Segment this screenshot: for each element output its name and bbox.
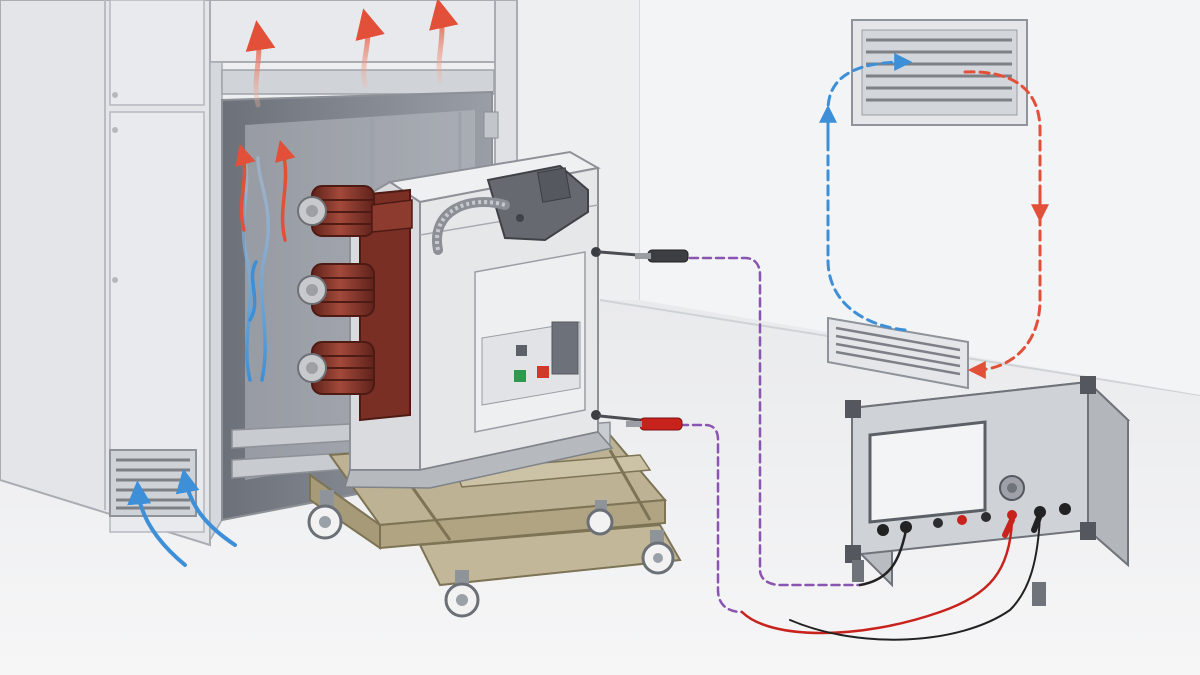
wall-vent-upper bbox=[851, 19, 1028, 126]
breaker-display bbox=[551, 321, 579, 375]
instrument-foot bbox=[1032, 582, 1046, 606]
terminal-jack-icon bbox=[981, 512, 991, 522]
internal-convection bbox=[235, 139, 296, 382]
trolley-lower-frame bbox=[418, 523, 682, 587]
terminal-jack-icon bbox=[957, 515, 967, 525]
room-airflow-loop bbox=[819, 53, 1049, 379]
vent-grille-icon bbox=[835, 326, 961, 376]
black-lead-plug bbox=[1031, 512, 1043, 533]
arrow-up-icon bbox=[355, 8, 385, 88]
terminal-jack-icon bbox=[877, 524, 889, 536]
upper-lead-wire bbox=[688, 256, 862, 587]
terminal-jack-icon bbox=[591, 247, 601, 257]
arrow-up-icon bbox=[245, 20, 276, 108]
red-lead-plug bbox=[1002, 517, 1015, 538]
right-wall-shade bbox=[640, 0, 1200, 395]
wheel bbox=[444, 570, 480, 618]
red-test-lead bbox=[740, 518, 1014, 635]
instrument-terminals bbox=[877, 503, 1071, 536]
bolt bbox=[112, 127, 118, 133]
terminal-jack-icon bbox=[933, 518, 943, 528]
bolt bbox=[516, 214, 524, 222]
arrow-curve-icon bbox=[127, 480, 187, 567]
cool-air-return bbox=[826, 53, 913, 332]
door-hinge-top bbox=[483, 111, 499, 139]
instrument-side bbox=[1087, 379, 1129, 568]
terminal-jack-icon bbox=[1007, 510, 1017, 520]
lower-probe-cable bbox=[598, 414, 642, 422]
hot-air-supply bbox=[963, 70, 1042, 379]
hot-air-exhaust bbox=[245, 0, 459, 108]
cabinet-side-panel-top bbox=[109, 0, 205, 106]
terminal-jack-icon bbox=[900, 521, 912, 533]
cabinet-intake-vent bbox=[109, 449, 197, 517]
wheel bbox=[641, 530, 675, 575]
probe-upper bbox=[635, 249, 689, 263]
bolt bbox=[112, 92, 118, 98]
corner-bumper bbox=[1080, 376, 1096, 394]
bushing-arm bbox=[371, 199, 413, 233]
corner-bumper bbox=[1080, 522, 1096, 540]
wheel bbox=[586, 500, 614, 536]
indicator-red bbox=[537, 366, 549, 378]
corner-bumper bbox=[845, 400, 861, 418]
indicator-green bbox=[514, 370, 526, 382]
bushing-middle bbox=[297, 263, 375, 317]
black-test-lead bbox=[858, 528, 908, 587]
corner-bumper bbox=[845, 545, 861, 563]
black-return-lead bbox=[789, 514, 1041, 641]
wheel bbox=[307, 490, 343, 540]
mechanism-latch bbox=[537, 167, 571, 203]
terminal-jack-icon bbox=[591, 410, 601, 420]
bushing-top bbox=[297, 185, 375, 237]
test-instrument bbox=[845, 376, 1131, 606]
test-leads bbox=[740, 512, 1043, 641]
lower-lead-wire bbox=[678, 423, 744, 614]
instrument-foot bbox=[852, 560, 864, 582]
probe-lower bbox=[626, 417, 683, 431]
wall-vent-lower bbox=[827, 316, 969, 390]
arrow-up-icon bbox=[429, 0, 459, 83]
bushing-bottom bbox=[297, 341, 375, 395]
top-vent-slot bbox=[221, 69, 495, 95]
instrument-screen bbox=[868, 420, 987, 524]
indicator-neutral bbox=[516, 345, 527, 356]
cabinet-frame-left bbox=[209, 61, 223, 543]
insulator-bushings bbox=[297, 185, 413, 422]
bolt bbox=[112, 277, 118, 283]
vent-grille-icon bbox=[866, 38, 1012, 102]
cool-air-intake bbox=[127, 468, 237, 567]
breaker-base bbox=[344, 431, 614, 489]
cabinet-front-top bbox=[209, 0, 501, 63]
arrow-curve-icon bbox=[175, 468, 237, 547]
terminal-jack-icon bbox=[1059, 503, 1071, 515]
